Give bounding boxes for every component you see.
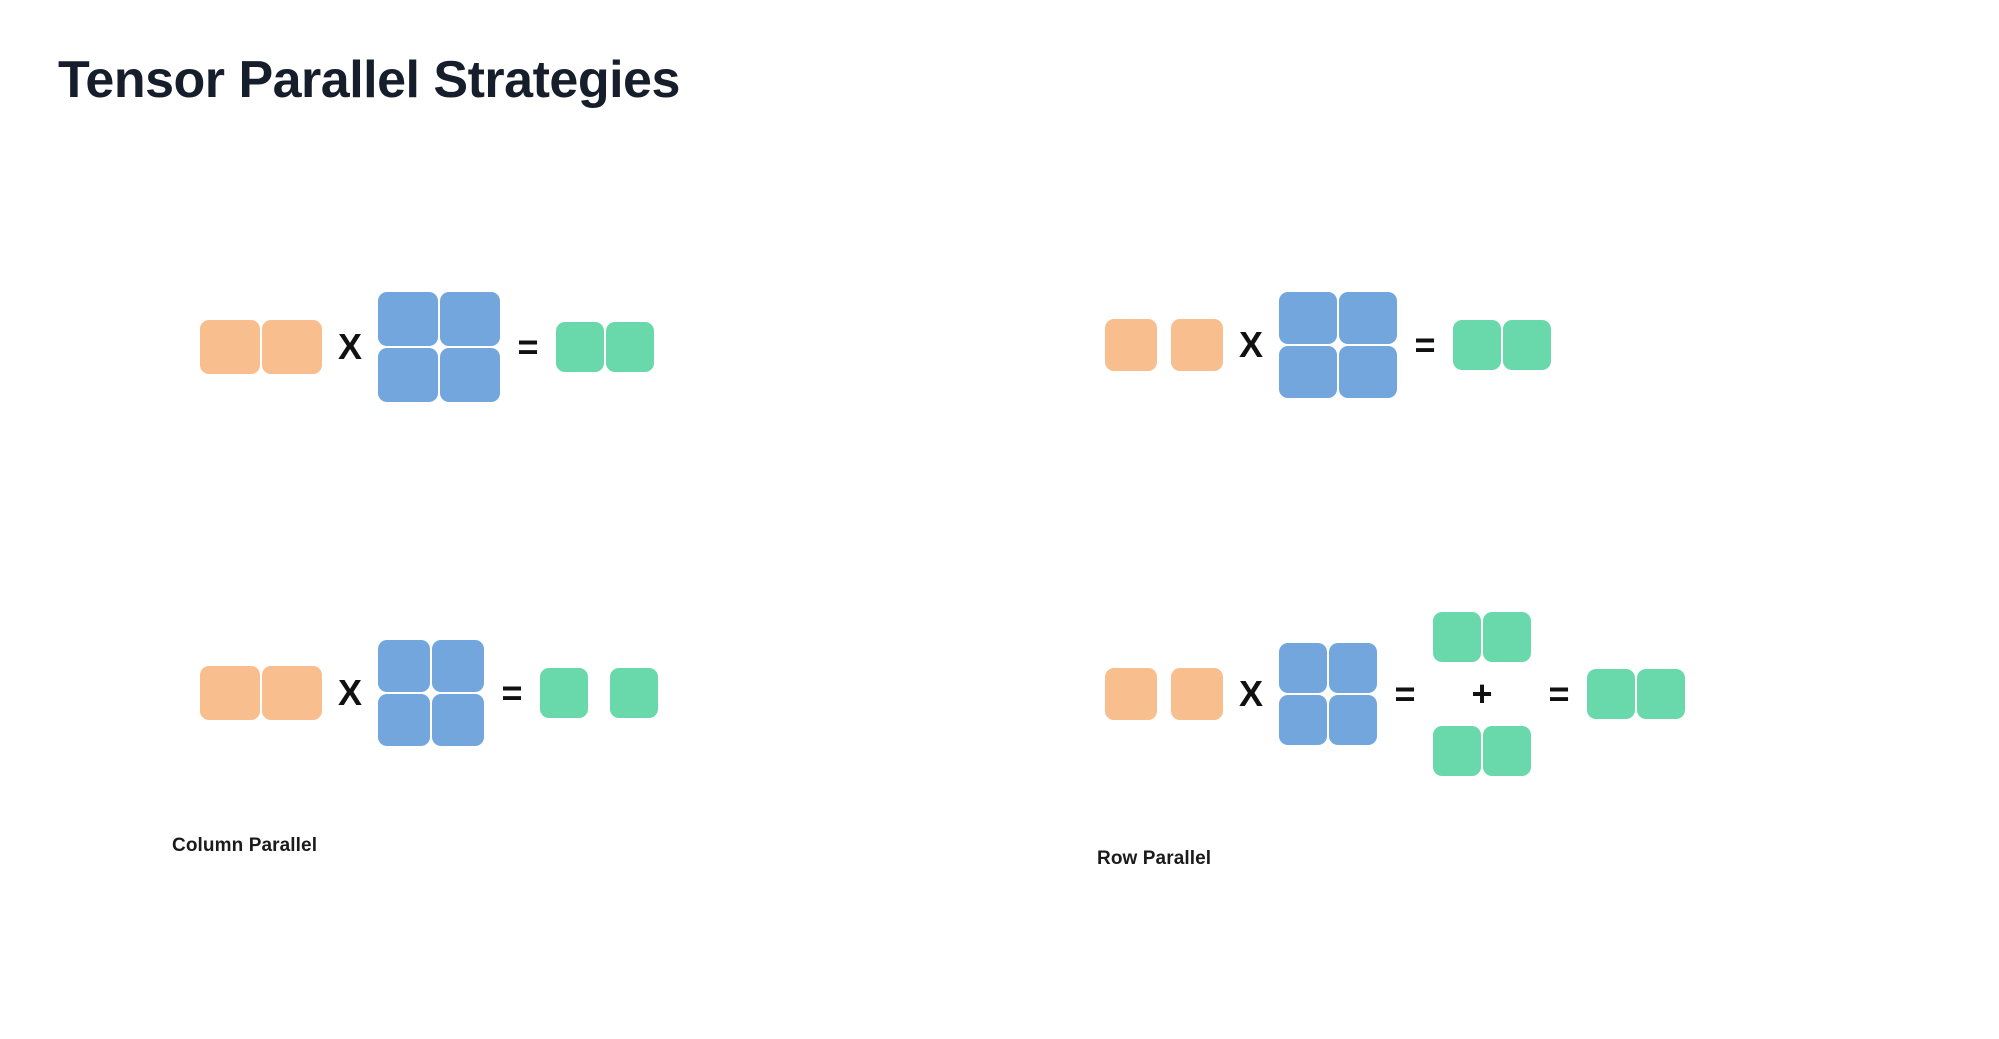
- matrix-row: [540, 668, 658, 718]
- matrix-row: [378, 694, 484, 746]
- input-activations-matrix: [200, 320, 322, 374]
- equals-operator: =: [1394, 673, 1416, 714]
- matrix-cell-weight: [1279, 292, 1337, 344]
- matrix-cell-output: [1503, 320, 1551, 370]
- matrix-cell-weight: [378, 292, 438, 346]
- matrix-cell-weight: [440, 292, 500, 346]
- matrix-cell-partial-output: [1433, 612, 1481, 662]
- matrix-cell-input: [200, 666, 260, 720]
- matrix-cell-input-shard-0: [1105, 668, 1157, 720]
- matrix-row: [378, 640, 484, 692]
- diagram-unsharded-reference-column: X =: [200, 292, 654, 402]
- equals-operator: =: [501, 672, 523, 713]
- input-activations-row-sharded: [1105, 668, 1223, 720]
- matrix-cell-input: [262, 320, 322, 374]
- diagram-unsharded-reference-row: X =: [1105, 292, 1551, 398]
- matrix-row: [556, 322, 654, 372]
- matrix-cell-output: [606, 322, 654, 372]
- matrix-row: [200, 320, 322, 374]
- weight-matrix: [1279, 292, 1397, 398]
- matrix-cell-output: [556, 322, 604, 372]
- matrix-row: [1279, 292, 1397, 344]
- matrix-cell-weight: [378, 348, 438, 402]
- partial-output-shard-0: [1433, 612, 1531, 662]
- matrix-cell-input-shard-1: [1171, 319, 1223, 371]
- caption-row-parallel: Row Parallel: [1097, 848, 1212, 869]
- matrix-cell-output: [1453, 320, 1501, 370]
- input-activations-matrix: [200, 666, 322, 720]
- weight-matrix: [378, 292, 500, 402]
- matrix-row: [1279, 346, 1397, 398]
- diagram-row-parallel: X = + =: [1105, 612, 1685, 776]
- partial-outputs-stack: +: [1433, 612, 1531, 776]
- caption-column-parallel: Column Parallel: [172, 835, 318, 856]
- matrix-cell-weight: [1339, 346, 1397, 398]
- weight-matrix-column-sharded: [378, 640, 484, 746]
- matrix-row-shard-0: [1279, 643, 1377, 693]
- equals-operator-final: =: [1548, 673, 1570, 714]
- partial-output-shard-1: [1433, 726, 1531, 776]
- matrix-row: [1433, 612, 1531, 662]
- reduced-output-activations: [1587, 669, 1685, 719]
- matrix-cell-weight-shard-0: [1279, 643, 1327, 693]
- matrix-cell-output-shard-0: [540, 668, 588, 718]
- equals-operator: =: [517, 326, 539, 367]
- matrix-row: [378, 348, 500, 402]
- input-activations-row-sharded: [1105, 319, 1223, 371]
- matrix-row: [200, 666, 322, 720]
- matrix-cell-weight: [1339, 292, 1397, 344]
- multiply-operator: X: [337, 326, 362, 367]
- matrix-cell-weight: [1279, 346, 1337, 398]
- equals-operator: =: [1414, 324, 1436, 365]
- output-activations-matrix: [1453, 320, 1551, 370]
- plus-operator: +: [1471, 673, 1493, 714]
- matrix-cell-weight-shard-1: [1329, 695, 1377, 745]
- matrix-row: [1433, 726, 1531, 776]
- matrix-cell-partial-output: [1483, 726, 1531, 776]
- matrix-row: [1587, 669, 1685, 719]
- matrix-row: [1105, 319, 1223, 371]
- matrix-cell-output: [1637, 669, 1685, 719]
- matrix-cell-weight-shard-0: [378, 640, 430, 692]
- multiply-operator: X: [337, 672, 362, 713]
- matrix-row: [378, 292, 500, 346]
- matrix-cell-weight-shard-1: [432, 694, 484, 746]
- matrix-row-shard-1: [1279, 695, 1377, 745]
- matrix-cell-weight-shard-0: [1329, 643, 1377, 693]
- multiply-operator: X: [1238, 324, 1263, 365]
- matrix-cell-weight-shard-1: [1279, 695, 1327, 745]
- page-title: Tensor Parallel Strategies: [58, 51, 680, 109]
- matrix-row: [1105, 668, 1223, 720]
- diagram-column-parallel: X =: [200, 640, 658, 746]
- matrix-cell-input: [200, 320, 260, 374]
- matrix-cell-input-shard-1: [1171, 668, 1223, 720]
- matrix-cell-input: [262, 666, 322, 720]
- output-activations-matrix: [556, 322, 654, 372]
- matrix-cell-input-shard-0: [1105, 319, 1157, 371]
- output-activations-column-sharded: [540, 668, 658, 718]
- matrix-cell-partial-output: [1483, 612, 1531, 662]
- matrix-cell-output-shard-1: [610, 668, 658, 718]
- matrix-cell-partial-output: [1433, 726, 1481, 776]
- matrix-cell-weight: [440, 348, 500, 402]
- matrix-row: [1453, 320, 1551, 370]
- matrix-cell-output: [1587, 669, 1635, 719]
- weight-matrix-row-sharded: [1279, 643, 1377, 745]
- multiply-operator: X: [1238, 673, 1263, 714]
- matrix-cell-weight-shard-0: [378, 694, 430, 746]
- matrix-cell-weight-shard-1: [432, 640, 484, 692]
